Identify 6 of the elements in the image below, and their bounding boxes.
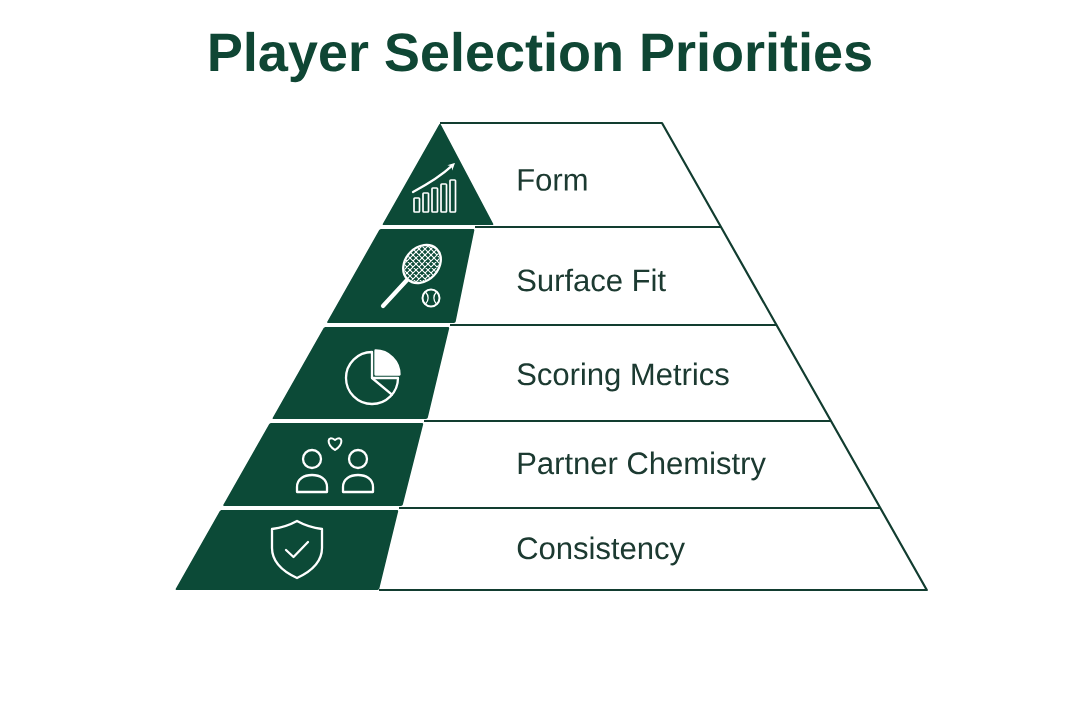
pyramid-tier: Surface Fit (327, 225, 778, 326)
pyramid-tier: Partner Chemistry (223, 419, 882, 509)
pyramid-tier: Form (382, 121, 722, 228)
pyramid-tier: Consistency (175, 506, 928, 592)
title: Player Selection Priorities (210, 31, 871, 83)
pyramid-tier: Scoring Metrics (272, 323, 832, 422)
